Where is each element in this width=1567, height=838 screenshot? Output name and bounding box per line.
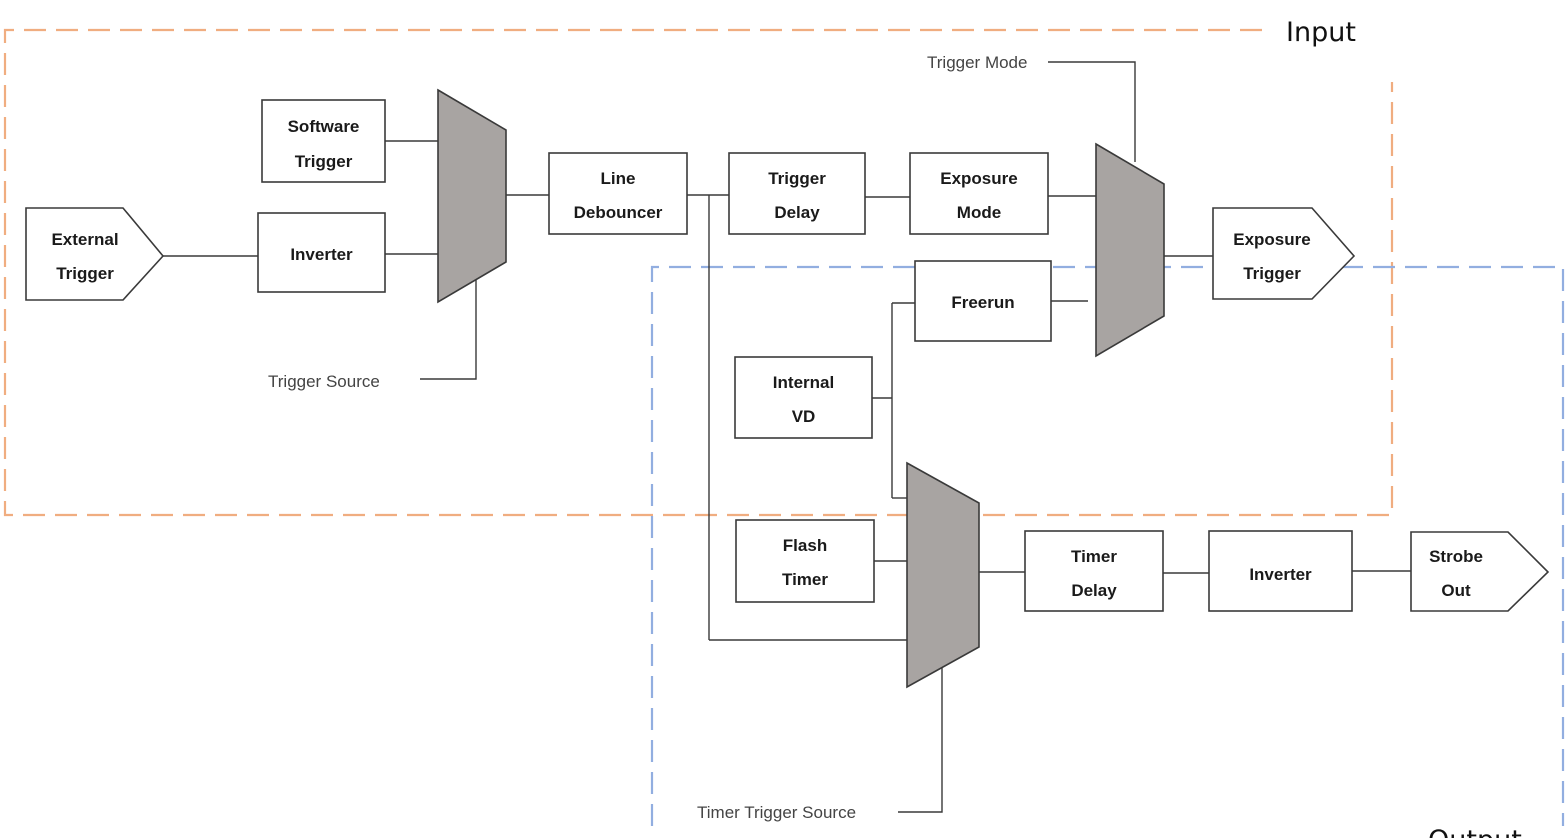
trigger-source-mux: [437, 88, 507, 304]
strobe-out-block: Strobe Out: [1410, 531, 1550, 612]
block-label-line1: Exposure: [940, 169, 1017, 188]
block-label-line1: Line: [601, 169, 636, 188]
block-label-line2: Trigger: [295, 152, 353, 171]
block-label-line1: Exposure: [1233, 230, 1310, 249]
trigger-mode-mux: [1095, 142, 1165, 358]
internal-vd-block: Internal VD: [734, 356, 873, 439]
timer-trigger-source-label: Timer Trigger Source: [697, 803, 856, 822]
connection-wires: [163, 61, 1411, 813]
block-label-line2: Timer: [782, 570, 828, 589]
block-label-line1: Internal: [773, 373, 834, 392]
block-label: Freerun: [951, 293, 1014, 312]
block-label-line2: Delay: [774, 203, 820, 222]
block-label: Inverter: [1249, 565, 1312, 584]
block-label-line2: Out: [1441, 581, 1471, 600]
block-label-line2: Delay: [1071, 581, 1117, 600]
software-trigger-block: Software Trigger: [261, 99, 386, 183]
trigger-delay-block: Trigger Delay: [728, 152, 866, 235]
timer-delay-block: Timer Delay: [1024, 530, 1164, 612]
block-label-line2: Trigger: [1243, 264, 1301, 283]
input-region-title: Input: [1286, 17, 1356, 48]
block-label-line2: Debouncer: [574, 203, 663, 222]
block-label-line2: Mode: [957, 203, 1001, 222]
output-region-title: Output: [1428, 825, 1522, 838]
output-inverter-block: Inverter: [1208, 530, 1353, 612]
trigger-mode-label: Trigger Mode: [927, 53, 1027, 72]
block-label-line1: Software: [288, 117, 360, 136]
block-label: Inverter: [290, 245, 353, 264]
freerun-block: Freerun: [914, 260, 1052, 342]
output-region: [650, 265, 1565, 826]
block-label-line2: Trigger: [56, 264, 114, 283]
block-label-line1: Timer: [1071, 547, 1117, 566]
line-debouncer-block: Line Debouncer: [548, 152, 688, 235]
exposure-mode-block: Exposure Mode: [909, 152, 1049, 235]
input-inverter-block: Inverter: [257, 212, 386, 293]
block-label-line1: Flash: [783, 536, 827, 555]
external-trigger-block: External Trigger: [25, 207, 165, 301]
exposure-trigger-block: Exposure Trigger: [1212, 207, 1356, 300]
input-region: [3, 28, 1394, 517]
trigger-source-label: Trigger Source: [268, 372, 380, 391]
block-label-line1: Strobe: [1429, 547, 1483, 566]
block-label-line2: VD: [792, 407, 816, 426]
timer-trigger-source-mux: [906, 461, 980, 689]
block-label-line1: Trigger: [768, 169, 826, 188]
block-label-line1: External: [51, 230, 118, 249]
flash-timer-block: Flash Timer: [735, 519, 875, 603]
